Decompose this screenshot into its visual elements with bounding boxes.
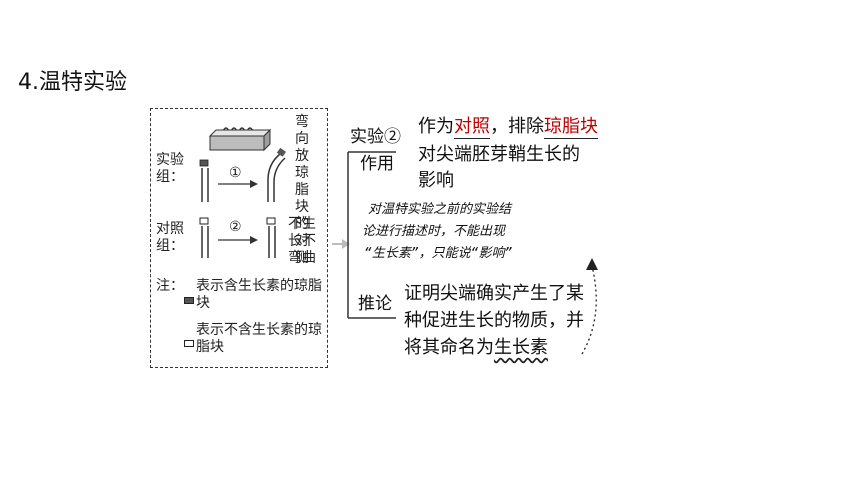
bracket-icon <box>347 151 396 319</box>
inference-answer: 生长素 <box>494 337 548 358</box>
role-line-3: 影响 <box>418 170 454 191</box>
note-prefix: 注： <box>156 278 184 294</box>
exp-apparatus-icon <box>199 127 286 202</box>
experiment-diagram-box <box>150 108 328 368</box>
agar-without-auxin-icon <box>184 340 194 347</box>
ctrl-group-label: 对照组： <box>156 221 184 254</box>
ctrl-result: 不生长不弯曲 <box>288 216 316 266</box>
agar-with-auxin-icon <box>184 297 194 304</box>
handwritten-note-1: 对温特实验之前的实验结 <box>368 202 512 217</box>
inference-prefix: 将其命名为 <box>404 337 494 358</box>
note-1: 表示含生长素的琼脂块 <box>196 278 322 311</box>
inference-line-3: 将其命名为生长素 <box>404 335 548 361</box>
inference-line-1: 证明尖端确实产生了某 <box>404 283 584 304</box>
role-answer-1: 对照 <box>454 116 490 139</box>
role-label: 作用 <box>360 154 394 174</box>
handwritten-note-3: “生长素”，只能说“影响” <box>364 246 513 261</box>
inference-label: 推论 <box>358 294 392 314</box>
ctrl-arrow-label: ② <box>229 219 242 235</box>
exp-result: 弯向放琼脂块的对侧 <box>295 114 309 266</box>
role-prefix: 作为 <box>418 116 454 137</box>
role-mid: ，排除 <box>490 116 544 137</box>
role-line-1: 作为对照，排除琼脂块 <box>418 114 598 140</box>
dotted-arrow-icon <box>581 258 598 355</box>
ctrl-apparatus-icon <box>199 217 276 258</box>
note-2: 表示不含生长素的琼脂块 <box>196 322 322 355</box>
exp2-label: 实验② <box>350 127 401 147</box>
exp-arrow-label: ① <box>229 165 242 181</box>
exp-group-label: 实验组： <box>156 152 184 185</box>
page-title: 4.温特实验 <box>18 70 127 95</box>
gray-arrow-icon <box>332 239 350 249</box>
inference-line-2: 种促进生长的物质，并 <box>404 310 584 331</box>
handwritten-note-2: 论进行描述时，不能出现 <box>362 224 506 239</box>
role-line-2: 对尖端胚芽鞘生长的 <box>418 144 580 165</box>
role-answer-2: 琼脂块 <box>544 116 598 139</box>
